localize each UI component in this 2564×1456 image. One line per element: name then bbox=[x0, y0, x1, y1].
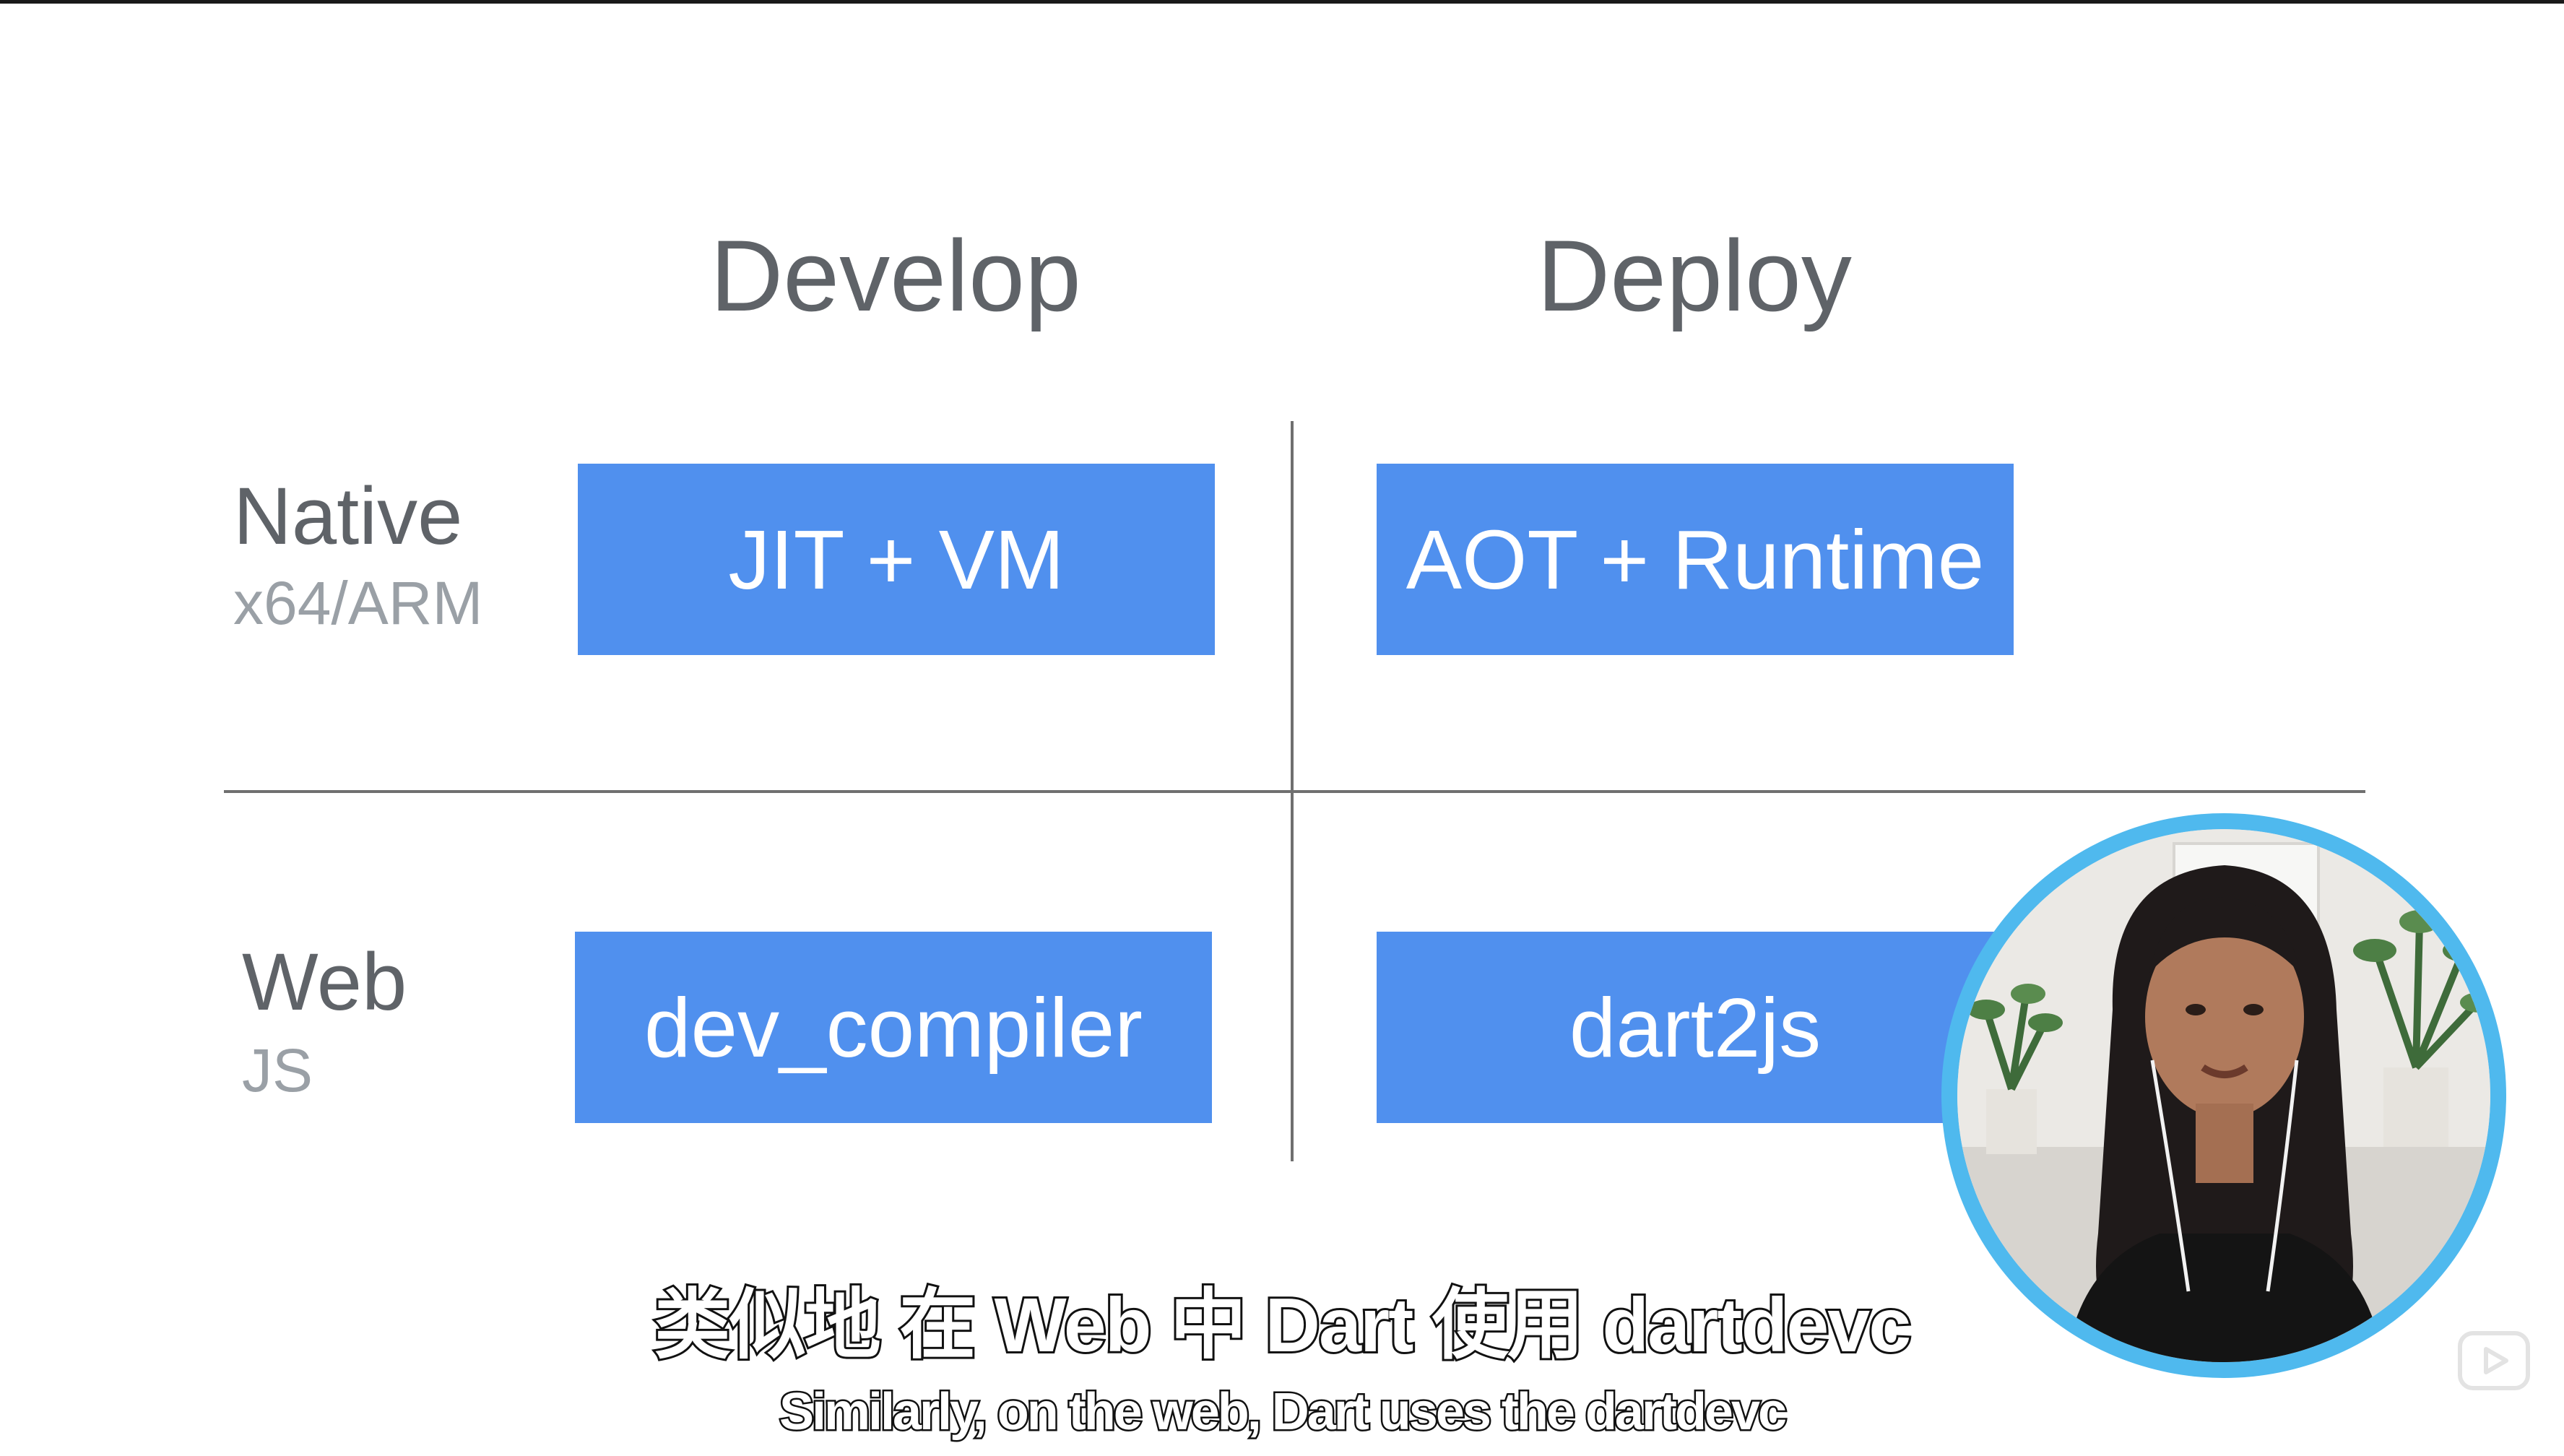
presenter-webcam-ring bbox=[1941, 813, 2506, 1378]
cell-native-develop: JIT + VM bbox=[578, 464, 1215, 655]
left-plant bbox=[1967, 984, 2063, 1154]
horizontal-divider bbox=[224, 790, 2365, 793]
cell-native-develop-label: JIT + VM bbox=[728, 512, 1065, 607]
column-heading-deploy: Deploy bbox=[1537, 219, 1852, 332]
row-sublabel-native: x64/ARM bbox=[233, 569, 483, 637]
column-heading-develop: Develop bbox=[710, 219, 1081, 332]
cell-web-develop-label: dev_compiler bbox=[644, 980, 1143, 1075]
cell-native-deploy: AOT + Runtime bbox=[1377, 464, 2014, 655]
presenter-figure bbox=[2066, 865, 2383, 1362]
row-label-web: Web bbox=[242, 937, 407, 1027]
top-edge-bar bbox=[0, 0, 2564, 4]
row-label-native: Native bbox=[233, 471, 463, 561]
cell-web-deploy-label: dart2js bbox=[1569, 980, 1822, 1075]
subtitle-chinese: 类似地 在 Web 中 Dart 使用 dartdevc bbox=[652, 1280, 1913, 1370]
cell-web-develop: dev_compiler bbox=[575, 932, 1212, 1123]
cell-web-deploy: dart2js bbox=[1377, 932, 2014, 1123]
cell-native-deploy-label: AOT + Runtime bbox=[1406, 512, 1985, 607]
row-sublabel-web: JS bbox=[242, 1036, 313, 1104]
subtitle-english: Similarly, on the web, Dart uses the dar… bbox=[777, 1382, 1788, 1443]
video-player-icon bbox=[2454, 1323, 2534, 1395]
